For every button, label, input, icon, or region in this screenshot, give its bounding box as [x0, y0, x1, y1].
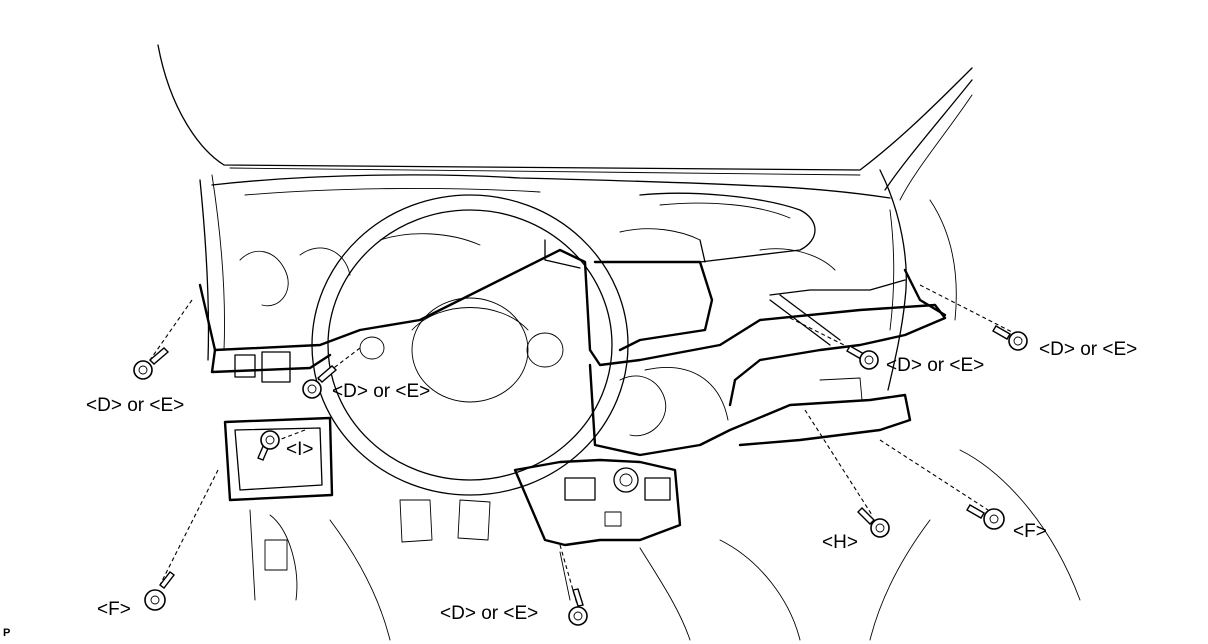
bolt-lower-right: [966, 504, 1005, 530]
bolt-center-right: [846, 345, 879, 370]
bolt-lower-right-center: [857, 507, 890, 538]
callout-knee-bracket: <I>: [286, 439, 314, 460]
windshield-outline: [157, 44, 973, 361]
callout-right-end: <D> or <E>: [1039, 339, 1138, 360]
center-console: [513, 458, 801, 641]
callout-lower-right: <F>: [1013, 521, 1047, 542]
dashboard-top: [211, 169, 907, 391]
callout-lower-right-center: <H>: [822, 532, 858, 553]
callout-center-right: <D> or <E>: [886, 355, 985, 376]
corner-mark: P: [3, 627, 11, 639]
callout-lower-left: <F>: [97, 599, 131, 620]
callout-lower-center: <D> or <E>: [440, 603, 539, 624]
bolt-lower-left: [144, 571, 175, 611]
callout-left-upper: <D> or <E>: [86, 395, 185, 416]
left-knee-bracket: [223, 351, 334, 601]
reinforcement-beam: [198, 239, 947, 457]
callout-steering-column: <D> or <E>: [332, 381, 431, 402]
bolt-left-upper: [133, 347, 170, 380]
steering-wheel: [311, 194, 629, 496]
bolt-right-end: [992, 325, 1028, 351]
dashboard-internal-details: [239, 199, 1081, 641]
leader-lines: [149, 284, 1013, 605]
bolt-knee-bracket: [257, 430, 280, 461]
bolt-steering-column: [302, 365, 338, 399]
bolt-lower-center: [568, 588, 588, 626]
